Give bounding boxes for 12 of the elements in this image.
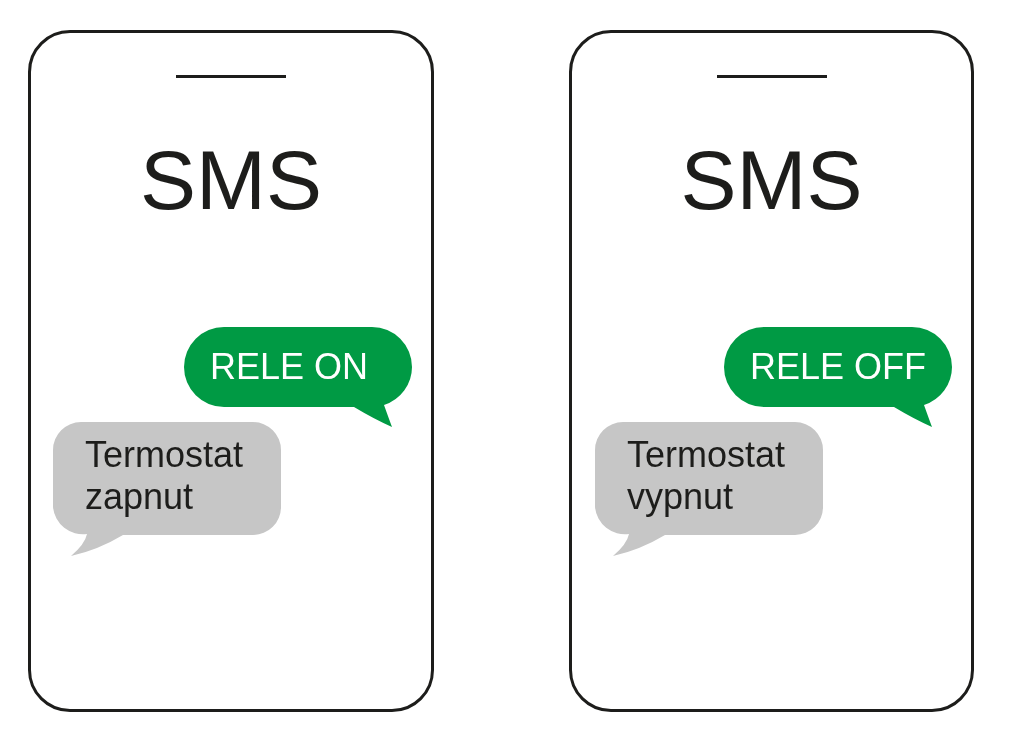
screen-title: SMS — [679, 138, 864, 222]
speech-bubble — [53, 422, 283, 557]
message-text: Termostat zapnut — [85, 434, 245, 518]
speech-bubble — [724, 327, 954, 428]
speech-bubble — [184, 327, 414, 428]
speech-bubble — [595, 422, 825, 557]
screen-title: SMS — [139, 138, 323, 222]
phone-outline — [569, 30, 974, 712]
message-text: RELE OFF — [750, 346, 928, 388]
phone-outline — [28, 30, 434, 712]
message-text: Termostat vypnut — [627, 434, 787, 518]
message-text: RELE ON — [210, 346, 370, 388]
